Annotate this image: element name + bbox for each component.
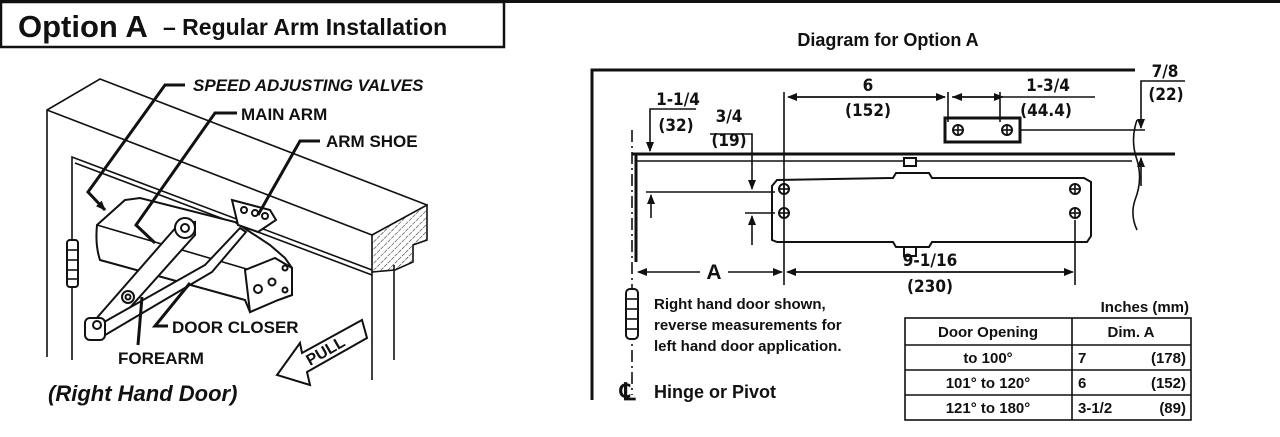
label-main-arm: MAIN ARM xyxy=(241,105,327,124)
dim-a-table: Door Opening Dim. A to 100° 7 (178) 101°… xyxy=(904,317,1192,421)
note-line-1: Right hand door shown, xyxy=(654,296,826,313)
closer-body-plan xyxy=(771,172,1092,248)
table-header-door-opening: Door Opening xyxy=(938,324,1038,341)
cell-mm: (152) xyxy=(1151,375,1186,392)
cell-inches: 7 xyxy=(1078,350,1086,367)
dim-1-3-4-mm: (44.4) xyxy=(1020,101,1072,121)
cell-opening: to 100° xyxy=(963,350,1012,367)
leader-lines xyxy=(86,83,320,346)
arm-shoe-plan xyxy=(943,116,1022,144)
top-rule xyxy=(0,0,1280,3)
closer-illustration: SPEED ADJUSTING VALVES MAIN ARM ARM SHOE… xyxy=(46,76,428,406)
door-closer-body xyxy=(95,196,293,314)
table-row: 121° to 180° 3-1/2 (89) xyxy=(946,400,1186,417)
hinge-icon xyxy=(625,288,639,340)
dim-7-8-in: 7/8 xyxy=(1152,62,1179,82)
cell-opening: 101° to 120° xyxy=(946,375,1031,392)
title-box: Option A – Regular Arm Installation xyxy=(0,0,506,49)
dim-6-mm: (152) xyxy=(845,101,891,121)
arm-assembly xyxy=(84,198,278,341)
note-line-2: reverse measurements for xyxy=(654,317,842,334)
dim-1-3-4-in: 1-3/4 xyxy=(1026,76,1070,96)
dim-1-1-4-mm: (32) xyxy=(658,116,693,136)
cell-inches: 6 xyxy=(1078,375,1086,392)
label-door-closer: DOOR CLOSER xyxy=(172,318,299,337)
cell-mm: (89) xyxy=(1159,400,1186,417)
dim-9-1-16-in: 9-1/16 xyxy=(903,251,958,271)
dim-9-1-16-mm: (230) xyxy=(907,277,953,297)
cell-inches: 3-1/2 xyxy=(1078,400,1112,417)
cell-opening: 121° to 180° xyxy=(946,400,1031,417)
dim-6-in: 6 xyxy=(863,76,874,96)
diagram-title: Diagram for Option A xyxy=(797,30,978,50)
dimension-diagram: Diagram for Option A xyxy=(590,30,1192,421)
break-line xyxy=(1132,119,1141,231)
table-header-dim-a: Dim. A xyxy=(1108,324,1155,341)
note-line-3: left hand door application. xyxy=(654,338,842,355)
table-row: to 100° 7 (178) xyxy=(963,350,1186,367)
dim-7-8-mm: (22) xyxy=(1148,85,1183,105)
label-arm-shoe: ARM SHOE xyxy=(326,132,418,151)
dim-3-4-in: 3/4 xyxy=(716,107,743,127)
title-option: Option A xyxy=(18,9,148,44)
header-section-hatch xyxy=(371,203,428,273)
illustration-caption: (Right Hand Door) xyxy=(48,381,237,406)
label-forearm: FOREARM xyxy=(118,349,204,368)
door-frame xyxy=(46,78,428,380)
title-subtitle: – Regular Arm Installation xyxy=(163,14,447,40)
label-speed-adjusting-valves: SPEED ADJUSTING VALVES xyxy=(193,76,424,95)
frame-outline xyxy=(590,68,1135,400)
hinge-label: Hinge or Pivot xyxy=(654,382,776,402)
dim-a-label: A xyxy=(706,261,721,284)
table-row: 101° to 120° 6 (152) xyxy=(946,375,1186,392)
dimension-lines xyxy=(637,80,1185,285)
cell-mm: (178) xyxy=(1151,350,1186,367)
dim-3-4-mm: (19) xyxy=(711,131,746,151)
centerline-icon: ℄ xyxy=(619,379,636,406)
dim-1-1-4-in: 1-1/4 xyxy=(656,90,700,110)
units-label: Inches (mm) xyxy=(1101,299,1189,316)
hinge-icon xyxy=(66,239,79,288)
